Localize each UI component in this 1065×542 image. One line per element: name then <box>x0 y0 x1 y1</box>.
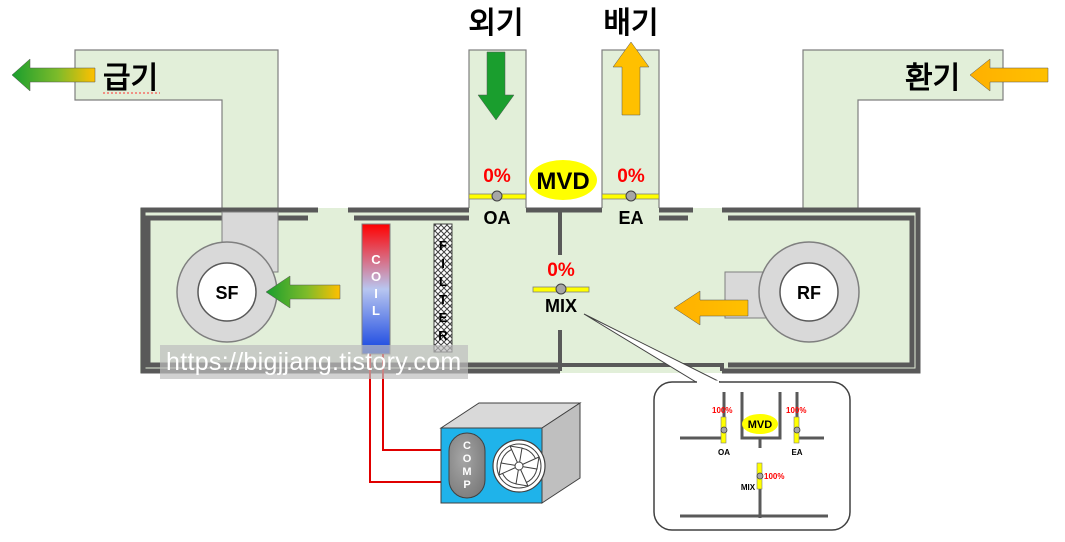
callout-mvd-label: MVD <box>748 419 773 431</box>
filter-letter: R <box>438 328 448 343</box>
ea-damper <box>601 190 660 202</box>
outside-air-arrow-icon <box>477 51 515 121</box>
condensing-unit <box>439 402 582 504</box>
callout-ea-percent: 100% <box>786 406 806 415</box>
condenser-fan-icon <box>492 439 546 493</box>
oa-damper <box>468 190 527 202</box>
mix-damper-percent: 0% <box>547 260 575 281</box>
filter-letter: L <box>439 274 447 289</box>
ea-damper-percent: 0% <box>617 166 645 187</box>
exhaust-label: 배기 <box>603 7 658 40</box>
outside-air-label: 외기 <box>468 7 523 40</box>
comp-letter: P <box>463 479 470 491</box>
callout-mix-percent: 100% <box>764 472 784 481</box>
filter-letter: E <box>439 310 448 325</box>
comp-letter: O <box>463 453 472 465</box>
exhaust-arrow-icon <box>612 41 650 116</box>
compressor <box>448 432 486 499</box>
refrigerant-lines <box>369 354 450 483</box>
fan-icon <box>779 262 839 322</box>
mvd-label: MVD <box>536 168 589 195</box>
mix-label: MIX <box>545 296 577 316</box>
fan-icon <box>197 262 257 322</box>
return-label: 환기 <box>905 62 960 95</box>
coil-letter: O <box>371 269 381 284</box>
mvd-badge <box>529 160 597 200</box>
supply-arrow-icon <box>11 58 96 92</box>
callout-bubble <box>583 313 851 531</box>
coil-letter: C <box>371 252 381 267</box>
sf-label: SF <box>215 283 238 303</box>
comp-letter: C <box>463 440 471 452</box>
return-arrow-icon <box>673 290 749 326</box>
supply-fan <box>176 211 279 343</box>
watermark-url: https://bigjjang.tistory.com <box>160 345 468 379</box>
coil-letter: I <box>374 286 378 301</box>
ea-label: EA <box>618 208 643 228</box>
oa-label: OA <box>484 208 511 228</box>
filter-letter: T <box>439 292 447 307</box>
callout-ea-label: EA <box>791 448 802 457</box>
coil-letter: L <box>372 303 380 318</box>
return-arrow-icon <box>969 58 1049 92</box>
filter-letter: F <box>439 238 447 253</box>
cooling-coil <box>361 223 391 355</box>
supply-label: 급기 <box>103 62 158 95</box>
mix-damper <box>532 283 590 295</box>
comp-letter: M <box>462 466 471 478</box>
callout-mix-label: MIX <box>741 483 756 492</box>
filter-letter: I <box>441 256 445 271</box>
callout-oa-percent: 100% <box>712 406 732 415</box>
supply-arrow-icon <box>265 275 341 309</box>
oa-damper-percent: 0% <box>483 166 511 187</box>
callout-oa-label: OA <box>718 448 730 457</box>
rf-label: RF <box>797 283 821 303</box>
